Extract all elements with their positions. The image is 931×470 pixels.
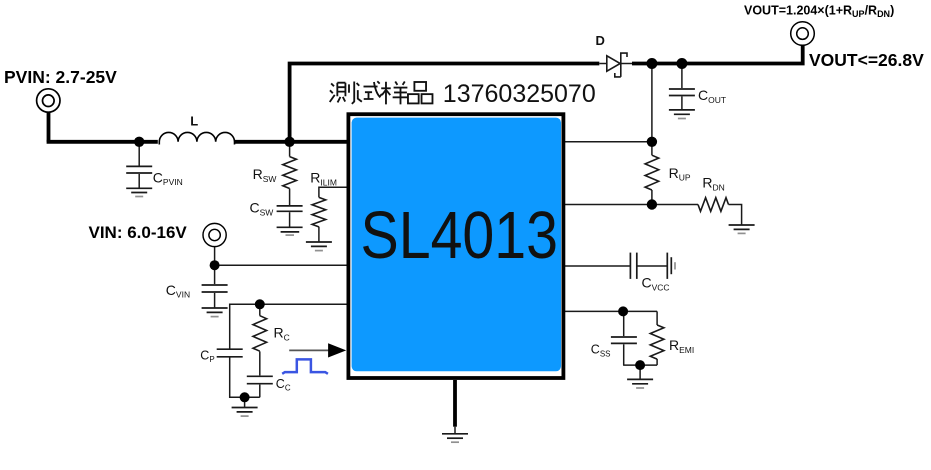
svg-text:13760325070: 13760325070 [443,80,596,108]
svg-text:VOUT=1.204×(1+RUP/RDN): VOUT=1.204×(1+RUP/RDN) [744,4,894,20]
svg-text:VIN: 6.0-16V: VIN: 6.0-16V [89,223,188,242]
svg-text:VOUT<=26.8V: VOUT<=26.8V [809,50,924,70]
svg-text:SL4013: SL4013 [361,198,559,273]
svg-text:D: D [596,33,605,48]
svg-text:PVIN: 2.7-25V: PVIN: 2.7-25V [4,67,117,87]
svg-text:L: L [190,113,198,128]
